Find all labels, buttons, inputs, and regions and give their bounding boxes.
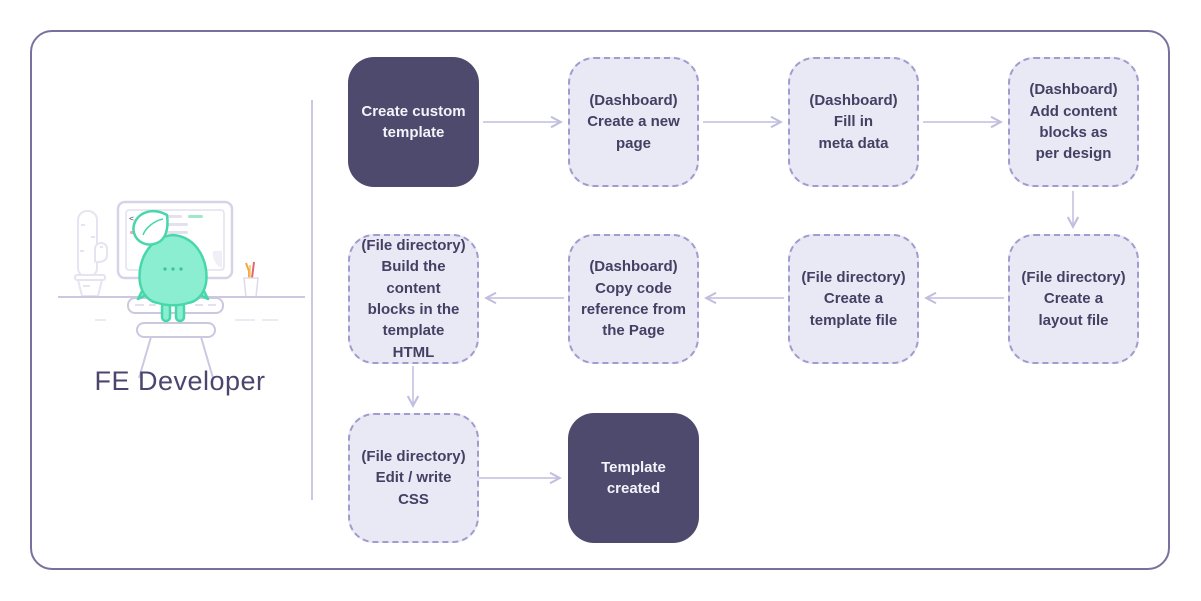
persona-label: FE Developer [94,366,266,396]
flow-node-fill-meta: (Dashboard) Fill in meta data [788,57,919,187]
cactus-icon [74,210,108,297]
section-divider [311,100,313,500]
mascot-icon [132,209,210,323]
developer-illustration: < /> [58,200,305,379]
flow-node-build-blocks: (File directory) Build the content block… [348,234,479,364]
stool-icon [136,322,216,379]
flow-node-done: Template created [568,413,699,543]
flow-node-start: Create custom template [348,57,479,187]
flow-node-edit-css: (File directory) Edit / write CSS [348,413,479,543]
svg-text:<: < [129,214,134,223]
flow-node-add-blocks: (Dashboard) Add content blocks as per de… [1008,57,1139,187]
pen-cup-icon [243,261,259,298]
flow-node-layout-file: (File directory) Create a layout file [1008,234,1139,364]
flow-node-template-file: (File directory) Create a template file [788,234,919,364]
flow-node-create-page: (Dashboard) Create a new page [568,57,699,187]
flow-node-copy-code: (Dashboard) Copy code reference from the… [568,234,699,364]
